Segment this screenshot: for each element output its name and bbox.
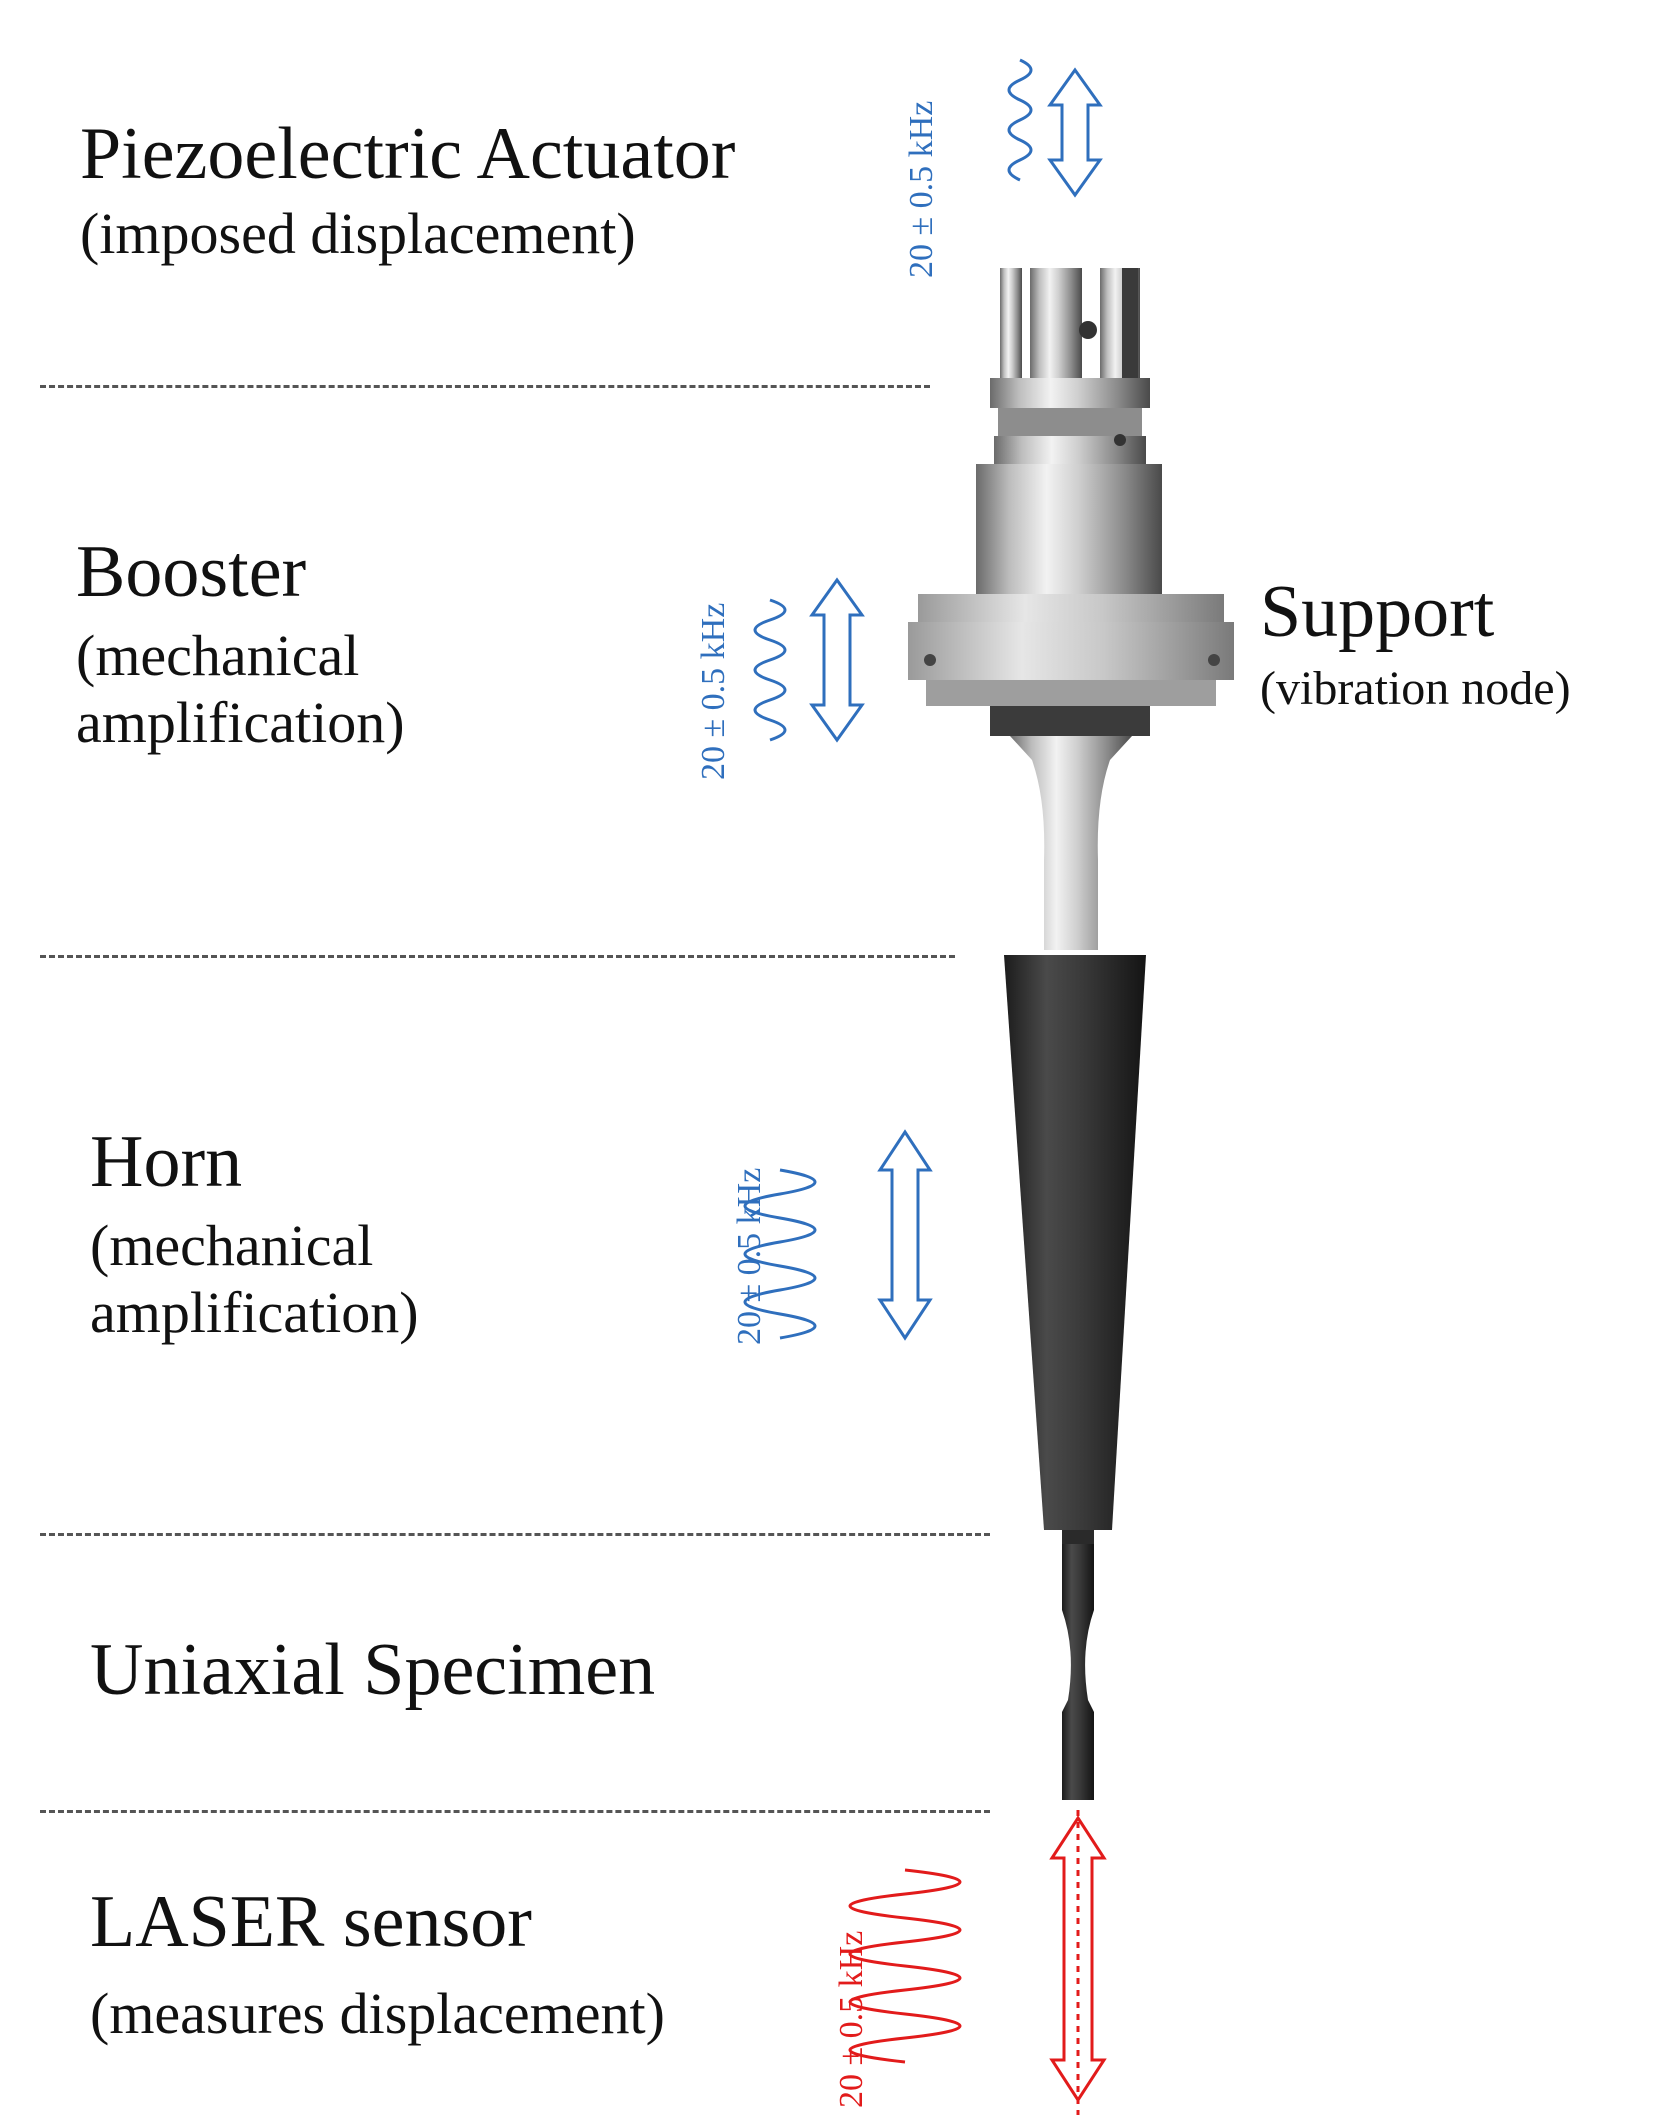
section-subtitle: (imposed displacement) xyxy=(80,201,636,267)
section-title: Booster xyxy=(76,531,307,613)
support-subtitle: (vibration node) xyxy=(1260,662,1571,716)
section-subtitle: (mechanical amplification) xyxy=(76,623,405,755)
actuator-frequency-annotation: 20 ± 0.5 kHz xyxy=(903,58,1103,278)
actuator-body xyxy=(990,268,1150,464)
section-title: LASER sensor xyxy=(90,1881,532,1963)
frequency-label-booster: 20 ± 0.5 kHz xyxy=(695,603,732,780)
horn-frequency-annotation: 20 ± 0.5 kHz xyxy=(731,1129,933,1345)
divider-specimen-laser xyxy=(40,1810,990,1813)
divider-horn-specimen xyxy=(40,1533,990,1536)
section-title: Uniaxial Specimen xyxy=(90,1629,656,1711)
section-subtitle: (measures displacement) xyxy=(90,1981,665,2047)
frequency-label-actuator: 20 ± 0.5 kHz xyxy=(903,101,940,278)
wave-icon xyxy=(848,1868,962,2064)
section-title: Horn xyxy=(90,1121,243,1203)
label-piezoelectric-actuator: Piezoelectric Actuator (imposed displace… xyxy=(80,112,735,268)
double-arrow-icon xyxy=(1047,67,1103,198)
double-arrow-icon xyxy=(809,577,865,743)
double-arrow-icon xyxy=(877,1129,933,1341)
wave-icon xyxy=(753,598,787,742)
booster-body xyxy=(908,464,1234,950)
booster-frequency-annotation: 20 ± 0.5 kHz xyxy=(695,577,865,780)
support-title: Support xyxy=(1260,571,1495,653)
wave-icon xyxy=(1007,58,1033,182)
section-subtitle: (mechanical amplification) xyxy=(90,1213,419,1345)
label-booster: Booster (mechanical amplification) xyxy=(76,530,496,756)
label-laser-sensor: LASER sensor (measures displacement) xyxy=(90,1880,665,2048)
divider-actuator-booster xyxy=(40,385,930,388)
label-horn: Horn (mechanical amplification) xyxy=(90,1120,510,1346)
horn-body xyxy=(1004,955,1146,1530)
laser-frequency-annotation: 20 ± 0.5 kHz xyxy=(833,1810,1107,2115)
section-title: Piezoelectric Actuator xyxy=(80,113,736,195)
divider-booster-horn xyxy=(40,955,955,958)
frequency-label-horn: 20 ± 0.5 kHz xyxy=(731,1168,768,1345)
label-support: Support (vibration node) xyxy=(1260,570,1571,716)
wave-icon xyxy=(743,1168,817,1340)
specimen-body xyxy=(1062,1530,1094,1800)
label-uniaxial-specimen: Uniaxial Specimen xyxy=(90,1628,655,1713)
